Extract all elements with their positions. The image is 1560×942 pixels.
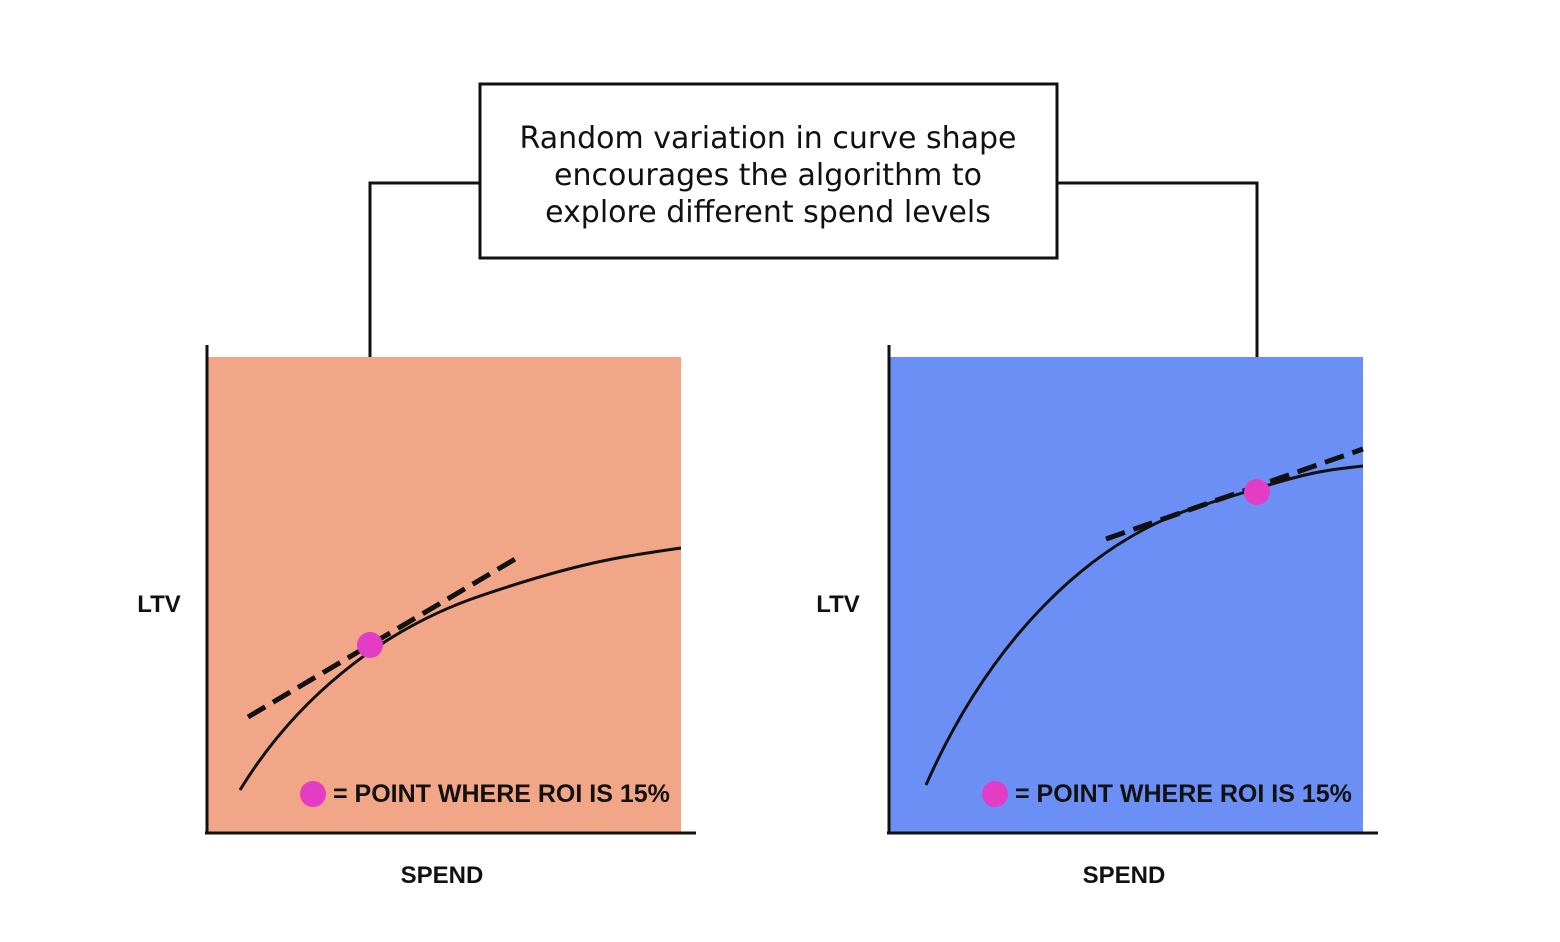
legend-marker-icon xyxy=(982,781,1008,807)
panel-left-legend: = POINT WHERE ROI IS 15% xyxy=(300,780,670,808)
callout-box xyxy=(478,82,1059,260)
panel-right-legend: = POINT WHERE ROI IS 15% xyxy=(982,780,1352,808)
panel-left-y-label: LTV xyxy=(137,591,181,618)
panel-left-tangent-line xyxy=(246,552,524,720)
panel-left-x-label: SPEND xyxy=(401,862,484,889)
panel-right-x-label: SPEND xyxy=(1083,862,1166,889)
panel-left-roi-point xyxy=(357,632,383,658)
panel-left-ltv-curve xyxy=(238,546,682,791)
panel-left-legend-text: = POINT WHERE ROI IS 15% xyxy=(333,780,670,808)
callout-line-1: Random variation in curve shape xyxy=(520,121,1017,156)
panel-right-tangent-line xyxy=(1105,446,1364,542)
panel-right-y-label: LTV xyxy=(816,591,860,618)
callout: Random variation in curve shape encourag… xyxy=(478,82,1059,260)
callout-line-3: explore different spend levels xyxy=(545,195,991,230)
legend-marker-icon xyxy=(300,781,326,807)
panel-right-background xyxy=(889,357,1363,833)
panel-right-ltv-curve xyxy=(924,464,1364,786)
panel-right-legend-text: = POINT WHERE ROI IS 15% xyxy=(1015,780,1352,808)
callout-line-2: encourages the algorithm to xyxy=(554,158,982,193)
panel-left: LTV SPEND = POINT WHERE ROI IS 15% xyxy=(137,345,696,889)
panel-right: LTV SPEND = POINT WHERE ROI IS 15% xyxy=(816,345,1378,889)
panel-right-roi-point xyxy=(1244,479,1270,505)
panel-left-background xyxy=(207,357,681,833)
